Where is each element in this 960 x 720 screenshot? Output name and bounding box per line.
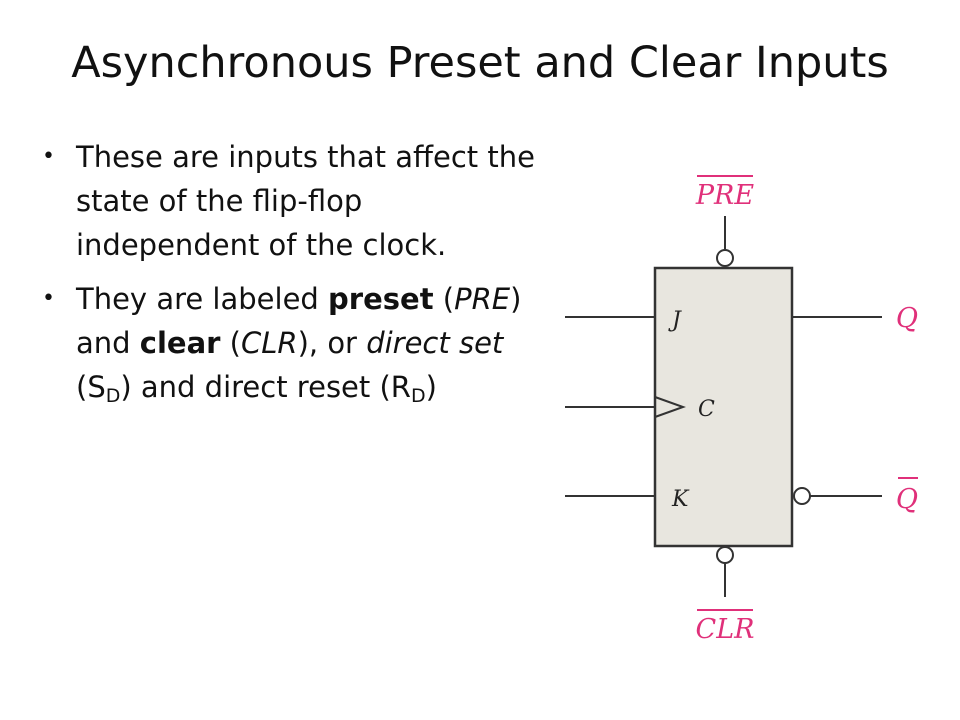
clr-inversion-bubble bbox=[716, 546, 734, 564]
bullet-text-2-part2: ( bbox=[433, 282, 455, 316]
bullet-text-2-part8: ) bbox=[425, 370, 437, 404]
bullet-list: • These are inputs that affect the state… bbox=[40, 135, 545, 419]
bullet-text-2-part3: ) and bbox=[76, 282, 522, 360]
term-preset: preset bbox=[328, 282, 434, 316]
bullet-item-1: • These are inputs that affect the state… bbox=[40, 135, 545, 267]
subscript-d-reset: D bbox=[410, 385, 426, 407]
term-direct-set: direct set bbox=[366, 326, 504, 360]
bullet-item-2: • They are labeled preset (PRE) and clea… bbox=[40, 277, 545, 409]
bullet-text-2-part5: ), or bbox=[297, 326, 367, 360]
bullet-text-2-part7: ) and direct reset (R bbox=[120, 370, 411, 404]
slide-title: Asynchronous Preset and Clear Inputs bbox=[71, 38, 889, 88]
flip-flop-block bbox=[653, 266, 794, 548]
bullet-icon: • bbox=[42, 144, 55, 169]
q-label: Q bbox=[896, 303, 918, 334]
subscript-d-set: D bbox=[105, 385, 121, 407]
abbrev-pre: PRE bbox=[454, 282, 511, 316]
clock-triangle-icon bbox=[654, 396, 686, 418]
j-label: J bbox=[668, 308, 682, 333]
abbrev-clr: CLR bbox=[241, 326, 298, 360]
qbar-inversion-bubble bbox=[793, 487, 811, 505]
bullet-text-2-part4: ( bbox=[220, 326, 241, 360]
pre-inversion-bubble bbox=[716, 249, 734, 267]
bullet-text-1: These are inputs that affect the state o… bbox=[76, 140, 535, 262]
bullet-text-2-part6: (S bbox=[76, 370, 106, 404]
qbar-label: Q bbox=[896, 484, 918, 515]
c-label: C bbox=[698, 397, 715, 422]
k-label: K bbox=[671, 487, 690, 512]
term-clear: clear bbox=[139, 326, 221, 360]
clr-label: CLR bbox=[696, 614, 755, 645]
pre-label: PRE bbox=[695, 180, 754, 211]
bullet-text-2-part1: They are labeled bbox=[76, 282, 329, 316]
bullet-icon: • bbox=[42, 286, 55, 311]
